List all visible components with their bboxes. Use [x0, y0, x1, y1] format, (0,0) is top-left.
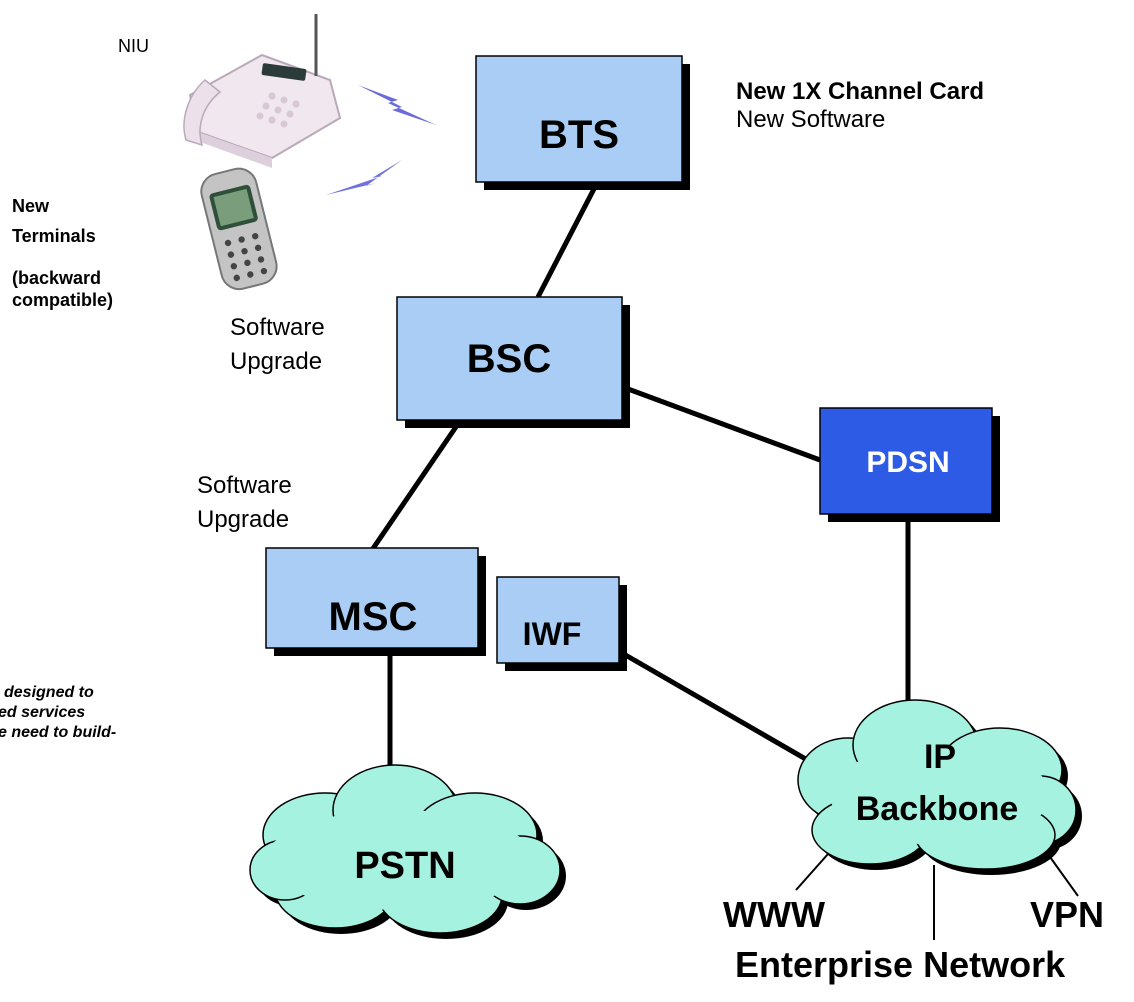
iwf-label: IWF — [523, 616, 582, 652]
msc-software-label-1: Software — [197, 472, 292, 499]
note-line-2: ed services — [0, 704, 86, 721]
radio-signal-icons — [326, 85, 436, 195]
bsc-software-label-1: Software — [230, 314, 325, 341]
pstn-cloud: PSTN — [249, 764, 566, 939]
bsc-node: BSC — [396, 296, 630, 428]
signal-bolt-icon — [358, 85, 436, 125]
mobile-phone-image — [200, 167, 278, 291]
new-software-label: New Software — [736, 106, 886, 133]
link-bts-bsc — [535, 183, 599, 299]
msc-node: MSC — [265, 547, 486, 656]
new-terminals-label-2: Terminals — [12, 226, 96, 246]
backbone-label: Backbone — [856, 790, 1019, 828]
ip-backbone-cloud: IP Backbone — [797, 699, 1082, 875]
pstn-label: PSTN — [354, 845, 455, 887]
link-bsc-pdsn — [619, 383, 821, 463]
note-line-3: e need to build- — [0, 724, 117, 741]
vpn-label: VPN — [1030, 894, 1105, 935]
bsc-label: BSC — [467, 337, 551, 381]
pdsn-label: PDSN — [866, 446, 949, 479]
ip-label: IP — [924, 738, 956, 776]
backward-label-2: compatible) — [12, 290, 114, 310]
bts-label: BTS — [539, 113, 619, 157]
backward-label-1: (backward — [12, 268, 102, 288]
channel-card-label: New 1X Channel Card — [736, 78, 985, 105]
bsc-software-label-2: Upgrade — [230, 348, 323, 375]
enterprise-network-label: Enterprise Network — [735, 944, 1066, 985]
iwf-node: IWF — [496, 576, 627, 671]
pdsn-node: PDSN — [819, 407, 1000, 522]
connections — [369, 183, 911, 790]
new-terminals-label-1: New — [12, 196, 50, 216]
msc-label: MSC — [329, 595, 418, 639]
link-bsc-msc — [369, 416, 465, 552]
note-line-1: designed to — [4, 684, 94, 701]
niu-phone-image — [183, 14, 342, 168]
msc-software-label-2: Upgrade — [197, 506, 290, 533]
www-label: WWW — [723, 894, 825, 935]
bts-node: BTS — [475, 55, 690, 190]
niu-label: NIU — [118, 36, 149, 56]
signal-bolt-icon — [326, 160, 402, 195]
